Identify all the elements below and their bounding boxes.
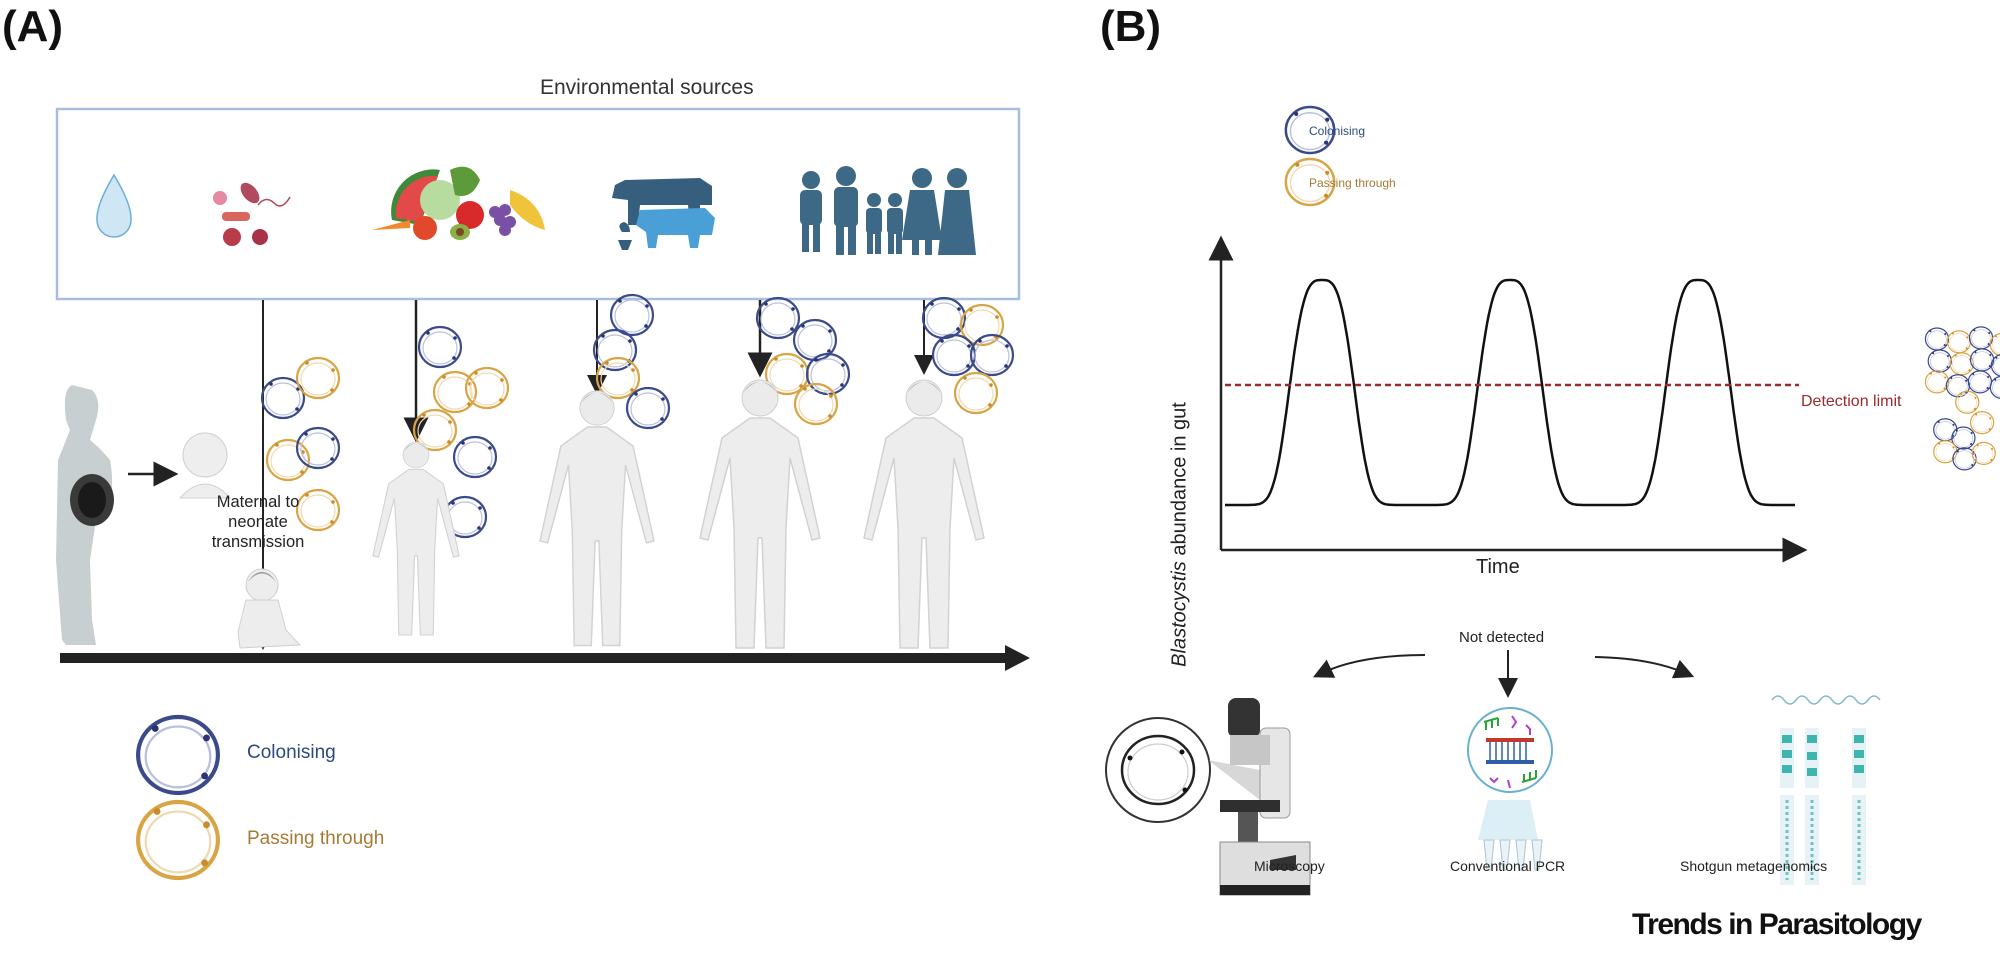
legend-b-passing-label: Passing through: [1309, 176, 1396, 190]
env-sources-title: Environmental sources: [540, 76, 754, 99]
y-axis-label: Blastocystis abundance in gut: [1169, 345, 1192, 725]
abundance-curve: [1225, 278, 1795, 507]
cells-above-limit: [1924, 326, 2000, 414]
panel-a-diagram: [55, 107, 1030, 962]
young-adult-figure: [539, 390, 655, 647]
metagenomics-icon: [1771, 695, 1881, 885]
method-metagenomics-label: Shotgun metagenomics: [1680, 858, 1828, 874]
legend-passing-icon: [138, 802, 218, 878]
maternal-line-2: neonate: [228, 513, 288, 531]
detection-limit-label: Detection limit: [1801, 393, 1902, 410]
panel-a-label: (A): [2, 2, 64, 51]
pregnant-woman-figure: [56, 385, 114, 645]
produce-icon: [372, 166, 545, 240]
panel-b-label: (B): [1100, 2, 1162, 51]
method-microscopy-label: Microscopy: [1254, 858, 1325, 874]
age-timeline-bar: [60, 653, 1010, 663]
child-figure: [372, 441, 460, 636]
maternal-line-1: Maternal to: [216, 493, 300, 511]
livestock-icon: [612, 178, 715, 250]
not-detected-arrow-metagenomics: [1594, 656, 1695, 679]
y-axis-label-rest: abundance in gut: [1168, 402, 1191, 562]
maternal-line-3: transmission: [211, 533, 305, 551]
neonate-figure: [178, 432, 232, 499]
journal-footer: Trends in Parasitology: [1632, 908, 1922, 941]
maternal-transmission-label: Maternal to neonate transmission: [188, 492, 328, 552]
method-pcr-label: Conventional PCR: [1450, 858, 1566, 874]
older-adult-figure: [863, 379, 985, 649]
x-axis-label: Time: [1476, 556, 1520, 578]
cells-below-limit: [1933, 410, 1996, 471]
water-drop-icon: [96, 173, 132, 238]
legend-a-passing-label: Passing through: [247, 828, 385, 849]
microbes-icon: [213, 182, 291, 246]
legend-a-colonising-label: Colonising: [247, 742, 336, 763]
microscope-icon: [1105, 698, 1311, 896]
age-timeline-arrowhead: [1005, 645, 1030, 671]
environmental-sources-box: [55, 107, 1021, 301]
not-detected-arrow-microscopy: [1312, 654, 1426, 678]
panel-b-diagram: [1105, 105, 2000, 896]
legend-colonising-icon: [138, 717, 218, 793]
infant-figure: [237, 568, 302, 649]
legend-b-colonising-label: Colonising: [1309, 124, 1366, 138]
family-icon: [800, 166, 976, 255]
pcr-icon: [1467, 707, 1553, 871]
y-axis-label-species: Blastocystis: [1168, 561, 1191, 667]
not-detected-label: Not detected: [1459, 629, 1545, 646]
